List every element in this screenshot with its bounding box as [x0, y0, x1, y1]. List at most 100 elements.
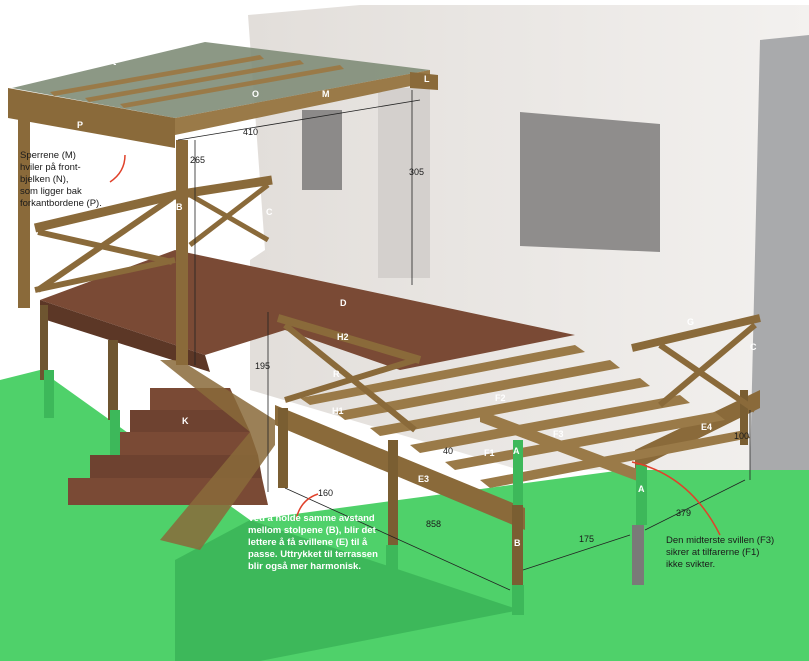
joist — [370, 378, 650, 436]
pergola — [8, 42, 438, 365]
dim-195: 195 — [255, 361, 270, 371]
post-foot — [512, 585, 524, 615]
post-a-lower — [632, 525, 644, 585]
railing-cross — [658, 322, 757, 408]
label-e3-left: E3 — [142, 355, 153, 365]
railing-cross — [284, 357, 416, 403]
dim-line-379 — [644, 479, 746, 531]
label-b-front: B — [514, 538, 521, 548]
post-b — [278, 408, 288, 488]
dim-175: 175 — [579, 534, 594, 544]
label-f1: F1 — [484, 448, 495, 458]
label-m: M — [322, 89, 330, 99]
dim-line-410 — [177, 99, 421, 141]
joist — [300, 345, 585, 405]
label-e3-front: E3 — [418, 474, 429, 484]
railing-left-top — [33, 175, 273, 233]
label-a-mid: A — [513, 446, 520, 456]
railings — [33, 175, 761, 433]
dim-40: 40 — [443, 446, 453, 456]
joist — [480, 430, 750, 488]
post-foot — [110, 410, 120, 455]
joist — [410, 395, 690, 453]
part-labels: Q O M L P B C D H2 R H1 E3 K F2 F3 F1 A … — [77, 55, 757, 548]
post — [40, 305, 48, 380]
label-e4: E4 — [701, 422, 712, 432]
arrow-left-note — [109, 154, 126, 183]
post-b — [512, 505, 523, 590]
label-h2: H2 — [337, 332, 349, 342]
railing-right-top — [631, 314, 761, 352]
label-q: Q — [110, 55, 117, 65]
door — [378, 88, 430, 278]
dim-line-858 — [284, 487, 511, 591]
label-c-left: C — [266, 207, 273, 217]
stair-stringer — [160, 360, 275, 550]
stair-step — [110, 432, 258, 455]
front-beam — [175, 70, 430, 135]
ledger-l — [410, 72, 438, 90]
railing-cross — [658, 342, 757, 413]
dim-858: 858 — [426, 519, 441, 529]
dim-379: 379 — [676, 508, 691, 518]
post-right-back — [740, 390, 748, 445]
label-f2: F2 — [495, 393, 506, 403]
note-middle-beam: Den midterste svillen (F3) sikrer at til… — [666, 535, 775, 570]
post-b — [388, 440, 398, 550]
rafter-m — [85, 60, 304, 102]
arrow-right-note — [631, 461, 721, 536]
label-a-right: A — [638, 484, 645, 494]
stair-step — [130, 410, 250, 432]
dim-100: 100 — [734, 431, 749, 441]
pergola-roof-sheet — [12, 42, 430, 118]
post — [108, 340, 118, 420]
rafter-m — [50, 55, 264, 96]
railing-cross — [36, 195, 174, 293]
floor-frame — [275, 345, 760, 530]
label-p: P — [77, 120, 83, 130]
beam-f3 — [480, 410, 640, 482]
label-f3: F3 — [553, 429, 564, 439]
post-a — [636, 465, 647, 525]
label-k: K — [182, 416, 189, 426]
house-side-wall — [750, 35, 809, 470]
note-posts-spacing: Ved å holde samme avstand mellom stolpen… — [248, 513, 378, 572]
deck-floor-main — [40, 250, 575, 370]
label-c-right: C — [750, 342, 757, 352]
post-foot — [44, 370, 54, 418]
dimension-lines — [177, 90, 751, 591]
fascia-board-p — [8, 88, 175, 148]
joist — [335, 360, 620, 420]
dim-line-175 — [522, 534, 631, 571]
railing-front-top — [276, 314, 422, 364]
label-h1: H1 — [332, 406, 344, 416]
posts — [40, 305, 748, 615]
label-g: G — [687, 317, 694, 327]
beam-e3-front — [275, 405, 525, 530]
pergola-post — [18, 118, 30, 308]
window-left — [302, 110, 342, 190]
grass-shade — [175, 520, 520, 661]
note-rafters: Sperrene (M) hviler på front- bjelken (N… — [20, 150, 102, 209]
pergola-post — [176, 140, 188, 365]
deck-floor-front-edge — [40, 300, 210, 372]
window-right — [520, 112, 660, 252]
post-foot — [386, 545, 398, 580]
dim-305: 305 — [409, 167, 424, 177]
railing-left-bottom — [34, 257, 176, 293]
dim-160: 160 — [318, 488, 333, 498]
label-b-top: B — [176, 202, 183, 212]
label-d: D — [340, 298, 347, 308]
rafter-m — [120, 65, 344, 108]
label-r: R — [333, 369, 340, 379]
dim-265: 265 — [190, 155, 205, 165]
arrow-mid-note — [295, 493, 319, 521]
label-o: O — [252, 89, 259, 99]
post-a — [513, 440, 523, 505]
stairs — [68, 360, 275, 550]
dim-410: 410 — [243, 127, 258, 137]
railing-cross — [188, 183, 270, 247]
label-l: L — [424, 74, 430, 84]
dimension-values: 410 265 305 195 40 160 858 175 379 100 — [190, 127, 749, 544]
